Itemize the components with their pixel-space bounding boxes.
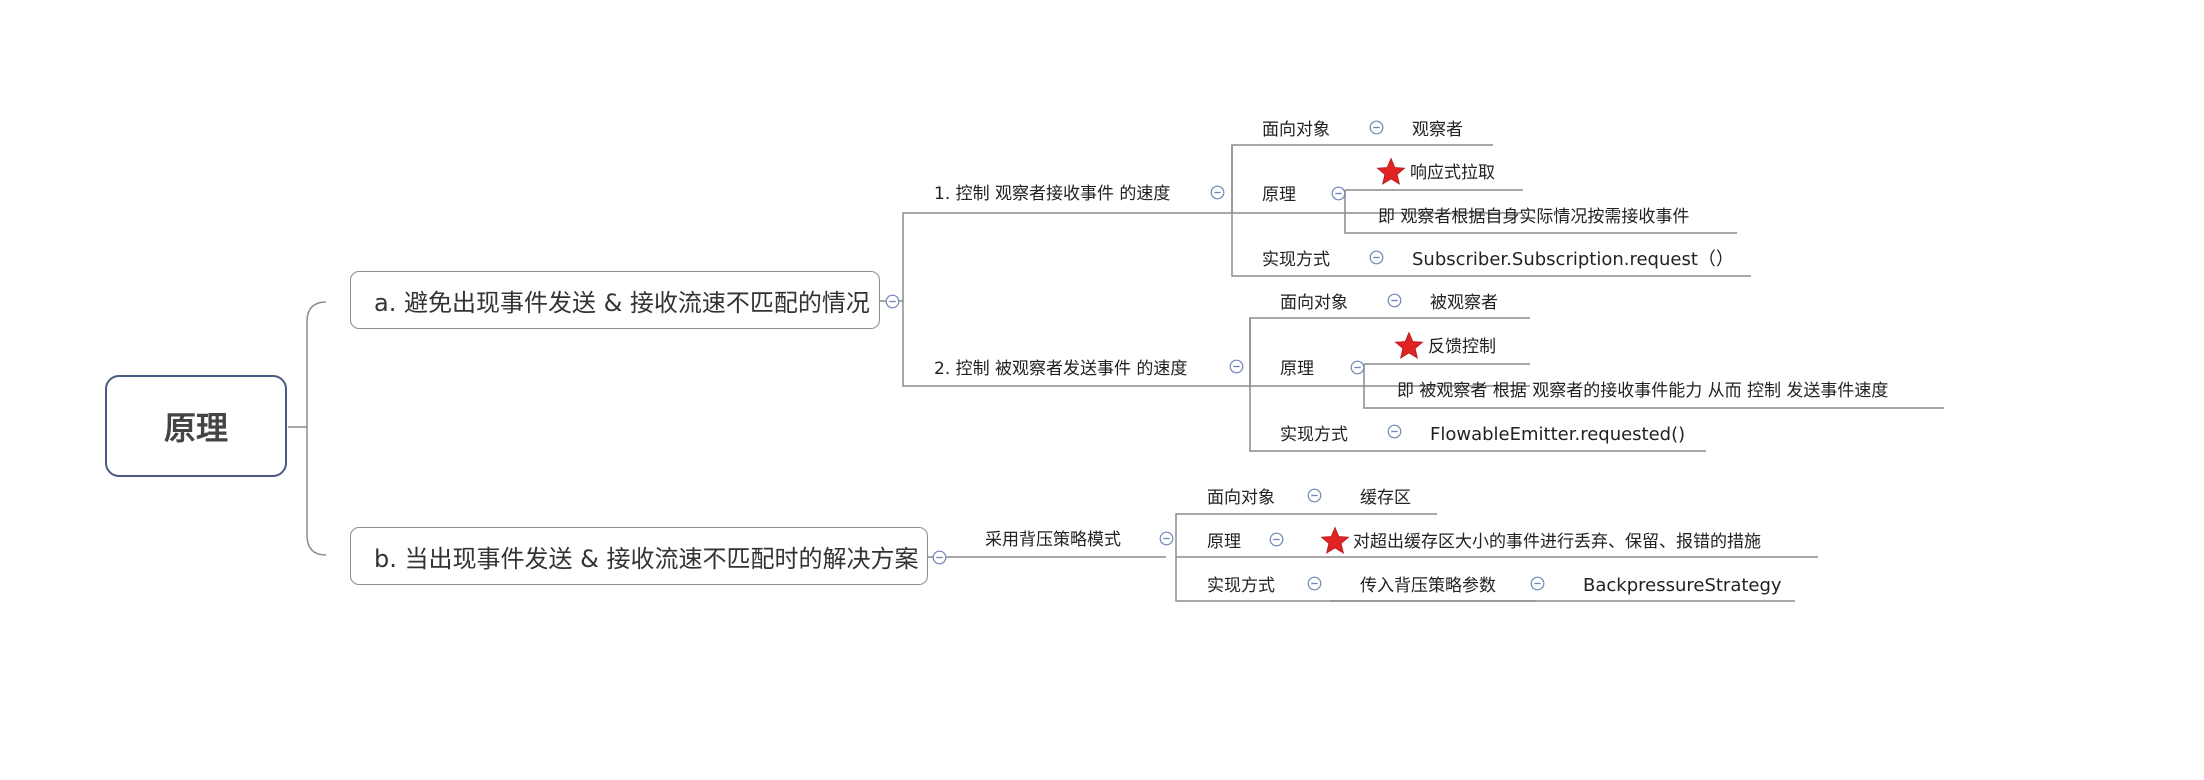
branch-a-node[interactable]: a. 避免出现事件发送 & 接收流速不匹配的情况 [350, 271, 880, 329]
sub2-principle-label[interactable]: 原理 [1280, 359, 1314, 379]
collapse-icon[interactable] [1307, 488, 1322, 503]
sub1-principle-detail[interactable]: 即 观察者根据自身实际情况按需接收事件 [1378, 207, 1690, 227]
sub2-principle-detail[interactable]: 即 被观察者 根据 观察者的接收事件能力 从而 控制 发送事件速度 [1397, 381, 1889, 401]
branch-b-node[interactable]: b. 当出现事件发送 & 接收流速不匹配时的解决方案 [350, 527, 928, 585]
sub1-principle-star-text[interactable]: 响应式拉取 [1410, 163, 1495, 183]
sub1-target-value[interactable]: 观察者 [1412, 120, 1463, 140]
sub2-impl-value[interactable]: FlowableEmitter.requested() [1430, 424, 1686, 445]
collapse-icon[interactable] [885, 294, 900, 309]
collapse-icon[interactable] [1269, 532, 1284, 547]
root-label: 原理 [163, 409, 228, 447]
branch-b-target-value[interactable]: 缓存区 [1360, 488, 1411, 508]
sub2-target-label[interactable]: 面向对象 [1280, 293, 1348, 313]
collapse-icon[interactable] [1369, 120, 1384, 135]
sub1-label[interactable]: 1. 控制 观察者接收事件 的速度 [934, 184, 1171, 204]
star-icon [1376, 157, 1406, 185]
collapse-icon[interactable] [1387, 424, 1402, 439]
sub1-impl-label[interactable]: 实现方式 [1262, 250, 1330, 270]
branch-b-principle-star-text[interactable]: 对超出缓存区大小的事件进行丢弃、保留、报错的措施 [1353, 532, 1761, 552]
branch-b-label: b. 当出现事件发送 & 接收流速不匹配时的解决方案 [374, 544, 919, 573]
star-icon [1320, 526, 1350, 554]
sub2-target-value[interactable]: 被观察者 [1430, 293, 1498, 313]
collapse-icon[interactable] [1530, 576, 1545, 591]
collapse-icon[interactable] [1210, 185, 1225, 200]
branch-b-principle-label[interactable]: 原理 [1207, 532, 1241, 552]
branch-b-target-label[interactable]: 面向对象 [1207, 488, 1275, 508]
collapse-icon[interactable] [1387, 293, 1402, 308]
sub2-principle-star-text[interactable]: 反馈控制 [1428, 337, 1496, 357]
sub2-label[interactable]: 2. 控制 被观察者发送事件 的速度 [934, 359, 1188, 379]
collapse-icon[interactable] [1369, 250, 1384, 265]
sub2-impl-label[interactable]: 实现方式 [1280, 425, 1348, 445]
root-node[interactable]: 原理 [105, 375, 287, 477]
branch-b-impl-value[interactable]: 传入背压策略参数 [1360, 576, 1496, 596]
collapse-icon[interactable] [1331, 186, 1346, 201]
collapse-icon[interactable] [932, 550, 947, 565]
sub1-target-label[interactable]: 面向对象 [1262, 120, 1330, 140]
collapse-icon[interactable] [1307, 576, 1322, 591]
branch-b-impl-sub-value[interactable]: BackpressureStrategy [1583, 575, 1782, 596]
star-icon [1394, 331, 1424, 359]
sub1-principle-label[interactable]: 原理 [1262, 185, 1296, 205]
branch-a-label: a. 避免出现事件发送 & 接收流速不匹配的情况 [374, 288, 870, 317]
branch-b-sub-label[interactable]: 采用背压策略模式 [985, 530, 1121, 550]
sub1-impl-value[interactable]: Subscriber.Subscription.request（） [1412, 249, 1734, 270]
collapse-icon[interactable] [1229, 359, 1244, 374]
branch-b-impl-label[interactable]: 实现方式 [1207, 576, 1275, 596]
collapse-icon[interactable] [1350, 360, 1365, 375]
collapse-icon[interactable] [1159, 531, 1174, 546]
